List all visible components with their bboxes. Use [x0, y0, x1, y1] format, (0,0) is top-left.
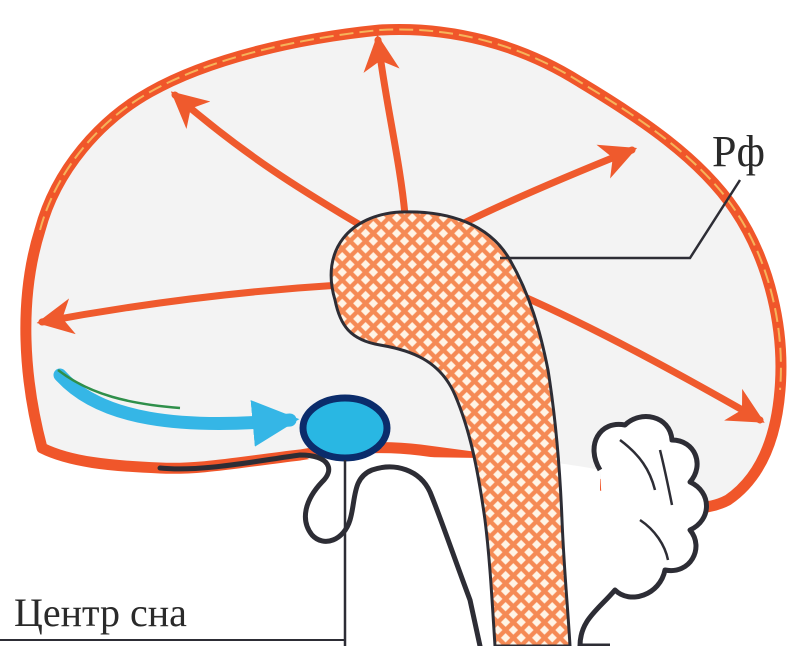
oval-nucleus-icon — [303, 398, 387, 458]
rf-label: Рф — [712, 127, 765, 176]
sleep-center-label: Центр сна — [14, 590, 187, 635]
